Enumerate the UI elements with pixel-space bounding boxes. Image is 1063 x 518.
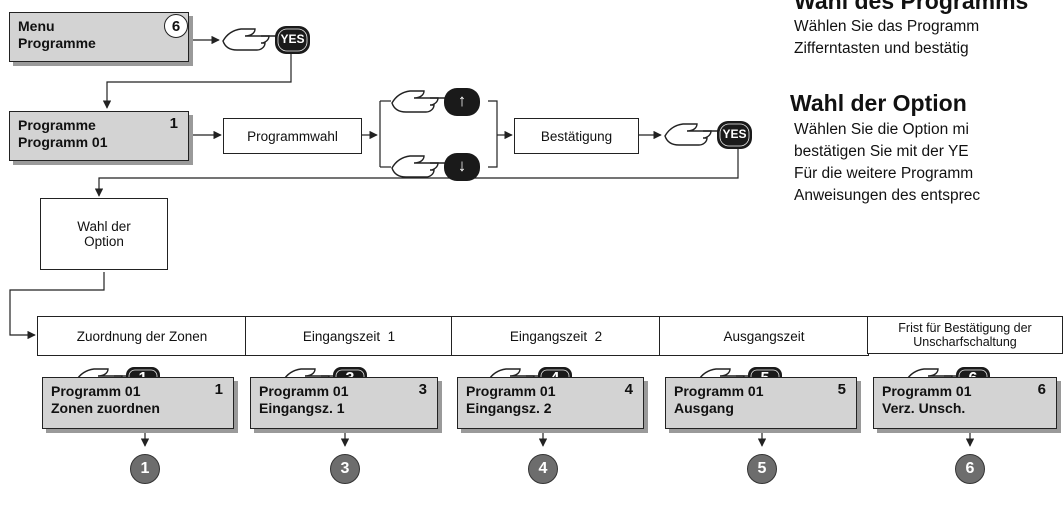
lcd-line2: Programm 01	[18, 134, 108, 150]
lcd-line2: Ausgang	[674, 400, 734, 416]
bestaetigung-box: Bestätigung	[514, 118, 639, 154]
lcd-number: 5	[837, 381, 846, 398]
option-label: Frist für Bestätigung der Unscharfschalt…	[898, 321, 1032, 349]
yes-key-label: YES	[280, 32, 305, 46]
option-label: Ausgangszeit	[723, 328, 805, 344]
lcd-number: 3	[418, 381, 427, 398]
lcd-number: 4	[624, 381, 633, 398]
lcd-line2: Verz. Unsch.	[882, 400, 966, 416]
programme-lcd: Programme Programm 01 1	[9, 111, 189, 161]
step-number: 3	[340, 460, 350, 477]
lcd-line2: Eingangsz. 2	[466, 400, 552, 416]
body-text: Für die weitere Programm	[794, 165, 974, 182]
lcd-line2: Programme	[18, 35, 96, 51]
menu-badge: 6	[164, 14, 188, 38]
wahl-der-option-label: Wahl der Option	[77, 219, 131, 249]
step-circle: 6	[955, 454, 985, 484]
option-box: Eingangszeit 2	[451, 316, 661, 356]
body-text: Wählen Sie das Programm	[794, 18, 980, 35]
option-box: Eingangszeit 1	[245, 316, 453, 356]
menu-badge-number: 6	[171, 17, 181, 35]
body-text: Zifferntasten und bestätig	[794, 40, 969, 57]
bestaetigung-label: Bestätigung	[540, 128, 613, 144]
option-box: Frist für Bestätigung der Unscharfschalt…	[867, 316, 1063, 354]
option-lcd: Programm 01 Eingangsz. 2 4	[457, 377, 644, 429]
step-number: 5	[757, 460, 767, 477]
lcd-number: 6	[1037, 381, 1046, 398]
lcd-line2: Zonen zuordnen	[51, 400, 160, 416]
lcd-number: 1	[214, 381, 223, 398]
option-label: Eingangszeit 1	[302, 328, 396, 344]
programmwahl-label: Programmwahl	[247, 128, 338, 144]
step-circle: 5	[747, 454, 777, 484]
option-label: Zuordnung der Zonen	[76, 328, 208, 344]
yes-key-icon: YES	[663, 118, 755, 152]
lcd-line1: Programm 01	[259, 383, 349, 399]
down-arrow-icon: ↓	[457, 156, 467, 175]
section-heading-option: Wahl der Option	[790, 90, 967, 116]
step-circle: 4	[528, 454, 558, 484]
step-circle: 1	[130, 454, 160, 484]
lcd-line1: Programm 01	[882, 383, 972, 399]
text-panel: Wahl des Programms Wählen Sie das Progra…	[790, 0, 1063, 300]
step-number: 6	[965, 460, 975, 477]
option-box: Ausgangszeit	[659, 316, 869, 356]
up-arrow-icon: ↑	[457, 91, 467, 110]
lcd-line1: Programm 01	[51, 383, 141, 399]
option-box: Zuordnung der Zonen	[37, 316, 247, 356]
step-number: 4	[538, 460, 548, 477]
body-text: bestätigen Sie mit der YE	[794, 143, 969, 160]
lcd-line2: Eingangsz. 1	[259, 400, 345, 416]
option-lcd: Programm 01 Zonen zuordnen 1	[42, 377, 234, 429]
yes-key-label: YES	[722, 127, 747, 141]
option-lcd: Programm 01 Ausgang 5	[665, 377, 857, 429]
option-lcd: Programm 01 Verz. Unsch. 6	[873, 377, 1057, 429]
yes-key-icon: YES	[221, 23, 313, 57]
step-circle: 3	[330, 454, 360, 484]
section-heading-programm: Wahl des Programms	[794, 0, 1029, 14]
lcd-number: 1	[169, 115, 178, 132]
lcd-line1: Programm 01	[674, 383, 764, 399]
up-key-icon: ↑	[390, 86, 482, 118]
option-lcd: Programm 01 Eingangsz. 1 3	[250, 377, 438, 429]
step-number: 1	[140, 460, 150, 477]
body-text: Wählen Sie die Option mi	[794, 121, 969, 138]
option-label: Eingangszeit 2	[509, 328, 603, 344]
wahl-der-option-box: Wahl der Option	[40, 198, 168, 270]
lcd-line1: Menu	[18, 18, 55, 34]
body-text: Anweisungen des entsprec	[794, 187, 981, 204]
lcd-line1: Programm 01	[466, 383, 556, 399]
programmwahl-box: Programmwahl	[223, 118, 362, 154]
down-key-icon: ↓	[390, 151, 482, 183]
lcd-line1: Programme	[18, 117, 96, 133]
menu-programme-lcd: Menu Programme	[9, 12, 189, 62]
